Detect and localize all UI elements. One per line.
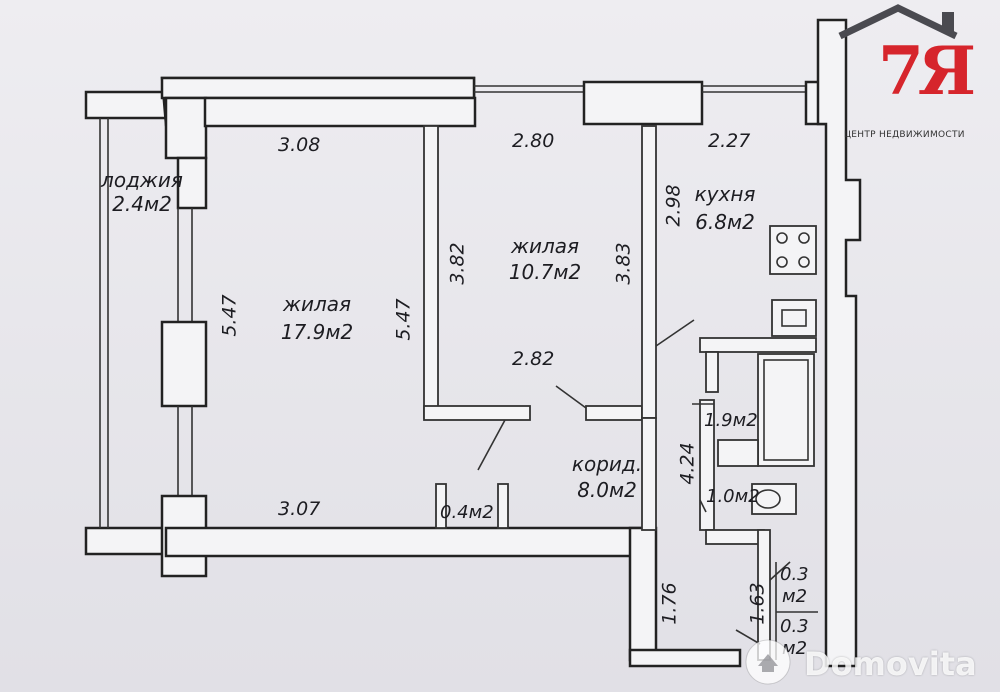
room-corridor-area: 8.0м2 <box>577 478 637 502</box>
dim-entry-right: 1.63 <box>746 582 769 625</box>
room-living-large-area: 17.9м2 <box>280 320 354 344</box>
house-roof-icon <box>838 4 958 40</box>
dim-kitchen-top: 2.27 <box>708 130 751 152</box>
dim-kitchen-left: 2.98 <box>662 184 685 227</box>
area-pantry-bottom-unit: м2 <box>782 638 808 659</box>
dim-entry-left: 1.76 <box>658 582 681 625</box>
outer-walls <box>160 18 862 668</box>
logo-caption: ЦЕНТР НЕДВИЖИМОСТИ <box>844 130 965 140</box>
dim-living-large-top: 3.08 <box>278 134 321 156</box>
room-kitchen-area: 6.8м2 <box>695 210 755 234</box>
watermark: Domovita <box>740 636 1000 688</box>
dim-living-small-top: 2.80 <box>512 130 555 152</box>
agency-logo: 7Я ЦЕНТР НЕДВИЖИМОСТИ <box>838 4 1000 150</box>
loggia-outline <box>84 90 168 556</box>
dim-living-small-bottom: 2.82 <box>512 348 555 370</box>
room-corridor-name: корид. <box>571 452 643 476</box>
dim-living-small-right: 3.83 <box>612 242 635 285</box>
watermark-icon <box>745 639 791 685</box>
dim-corridor-right: 4.24 <box>676 442 699 485</box>
bathroom-fixtures <box>717 353 815 515</box>
area-pantry-top-value: 0.3 <box>780 564 809 585</box>
room-living-small-name: жилая <box>510 234 580 258</box>
watermark-text: Domovita <box>804 645 977 683</box>
area-toilet: 1.0м2 <box>706 486 760 507</box>
room-loggia-area: 2.4м2 <box>112 192 172 216</box>
dim-living-large-right: 5.47 <box>392 298 415 341</box>
dim-living-large-left: 5.47 <box>218 294 241 337</box>
room-living-large-name: жилая <box>282 292 352 316</box>
dim-living-large-bottom: 3.07 <box>278 498 321 520</box>
area-pantry-top-unit: м2 <box>782 586 808 607</box>
logo-mark: 7Я <box>878 32 976 110</box>
area-pantry-bottom-value: 0.3 <box>780 616 809 637</box>
room-kitchen-name: кухня <box>694 182 756 206</box>
dim-living-small-left: 3.82 <box>446 242 469 285</box>
interior-walls <box>423 125 817 661</box>
kitchen-fixtures <box>769 225 817 337</box>
room-living-small-area: 10.7м2 <box>508 260 582 284</box>
area-bath: 1.9м2 <box>704 410 758 431</box>
area-closet: 0.4м2 <box>440 502 494 523</box>
room-loggia-name: лоджия <box>101 168 183 192</box>
